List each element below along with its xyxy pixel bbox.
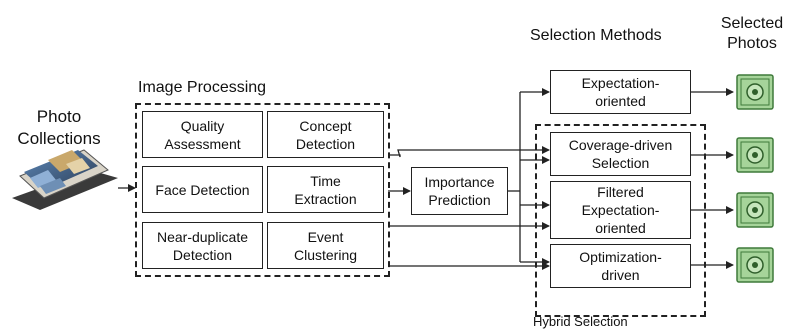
photo-safe-icon	[736, 192, 774, 228]
time-extraction-box: Time Extraction	[267, 166, 384, 213]
quality-assessment-box: Quality Assessment	[142, 111, 263, 158]
hybrid-selection-label: Hybrid Selection	[533, 314, 628, 329]
input-title: Photo Collections	[17, 107, 101, 148]
filtered-expectation-oriented-box: Filtered Expectation- oriented	[550, 181, 691, 239]
photo-safe-icon	[736, 74, 774, 110]
output-title: Selected Photos	[720, 15, 784, 52]
processing-title: Image Processing	[138, 79, 267, 96]
processing-group	[135, 103, 390, 277]
expectation-oriented-box: Expectation- oriented	[550, 70, 691, 114]
near-duplicate-detection-box: Near-duplicate Detection	[142, 222, 263, 269]
event-clustering-box: Event Clustering	[267, 222, 384, 269]
concept-detection-box: Concept Detection	[267, 111, 384, 158]
photo-safe-icon	[736, 247, 774, 283]
importance-prediction-box: Importance Prediction	[411, 167, 508, 215]
photo-album-icon	[12, 149, 118, 210]
hybrid-selection-group	[535, 124, 706, 317]
optimization-driven-box: Optimization- driven	[550, 244, 691, 288]
methods-title: Selection Methods	[530, 27, 662, 44]
photo-safe-icon	[736, 137, 774, 173]
coverage-driven-selection-box: Coverage-driven Selection	[550, 132, 691, 176]
face-detection-box: Face Detection	[142, 166, 263, 213]
